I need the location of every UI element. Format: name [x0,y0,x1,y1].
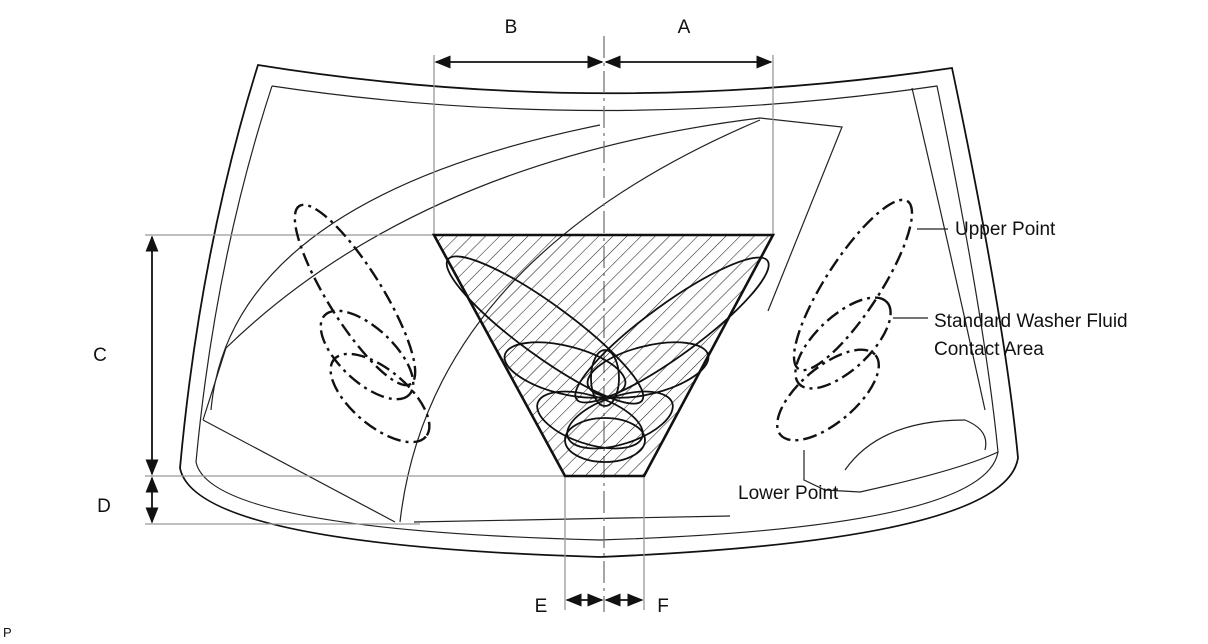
dim-c-label: C [93,345,107,366]
dim-e-label: E [535,596,548,617]
dim-d-label: D [97,496,111,517]
corner-mark: P [3,625,12,640]
dim-b-label: B [505,17,518,38]
dimension-arrows [145,55,773,607]
dim-a-label: A [678,17,691,38]
lower-point-label: Lower Point [738,483,839,504]
standard-contact-area [431,233,776,478]
extension-lines [145,55,774,610]
upper-point-label: Upper Point [955,219,1056,240]
left-spray-pattern [293,203,431,444]
contact-area-label-line2: Contact Area [934,339,1044,360]
dim-f-label: F [657,596,669,617]
windshield-outline [179,63,1019,558]
contact-area-label-line1: Standard Washer Fluid [934,311,1128,332]
leader-lines [803,228,948,493]
right-spray-pattern [776,198,914,442]
